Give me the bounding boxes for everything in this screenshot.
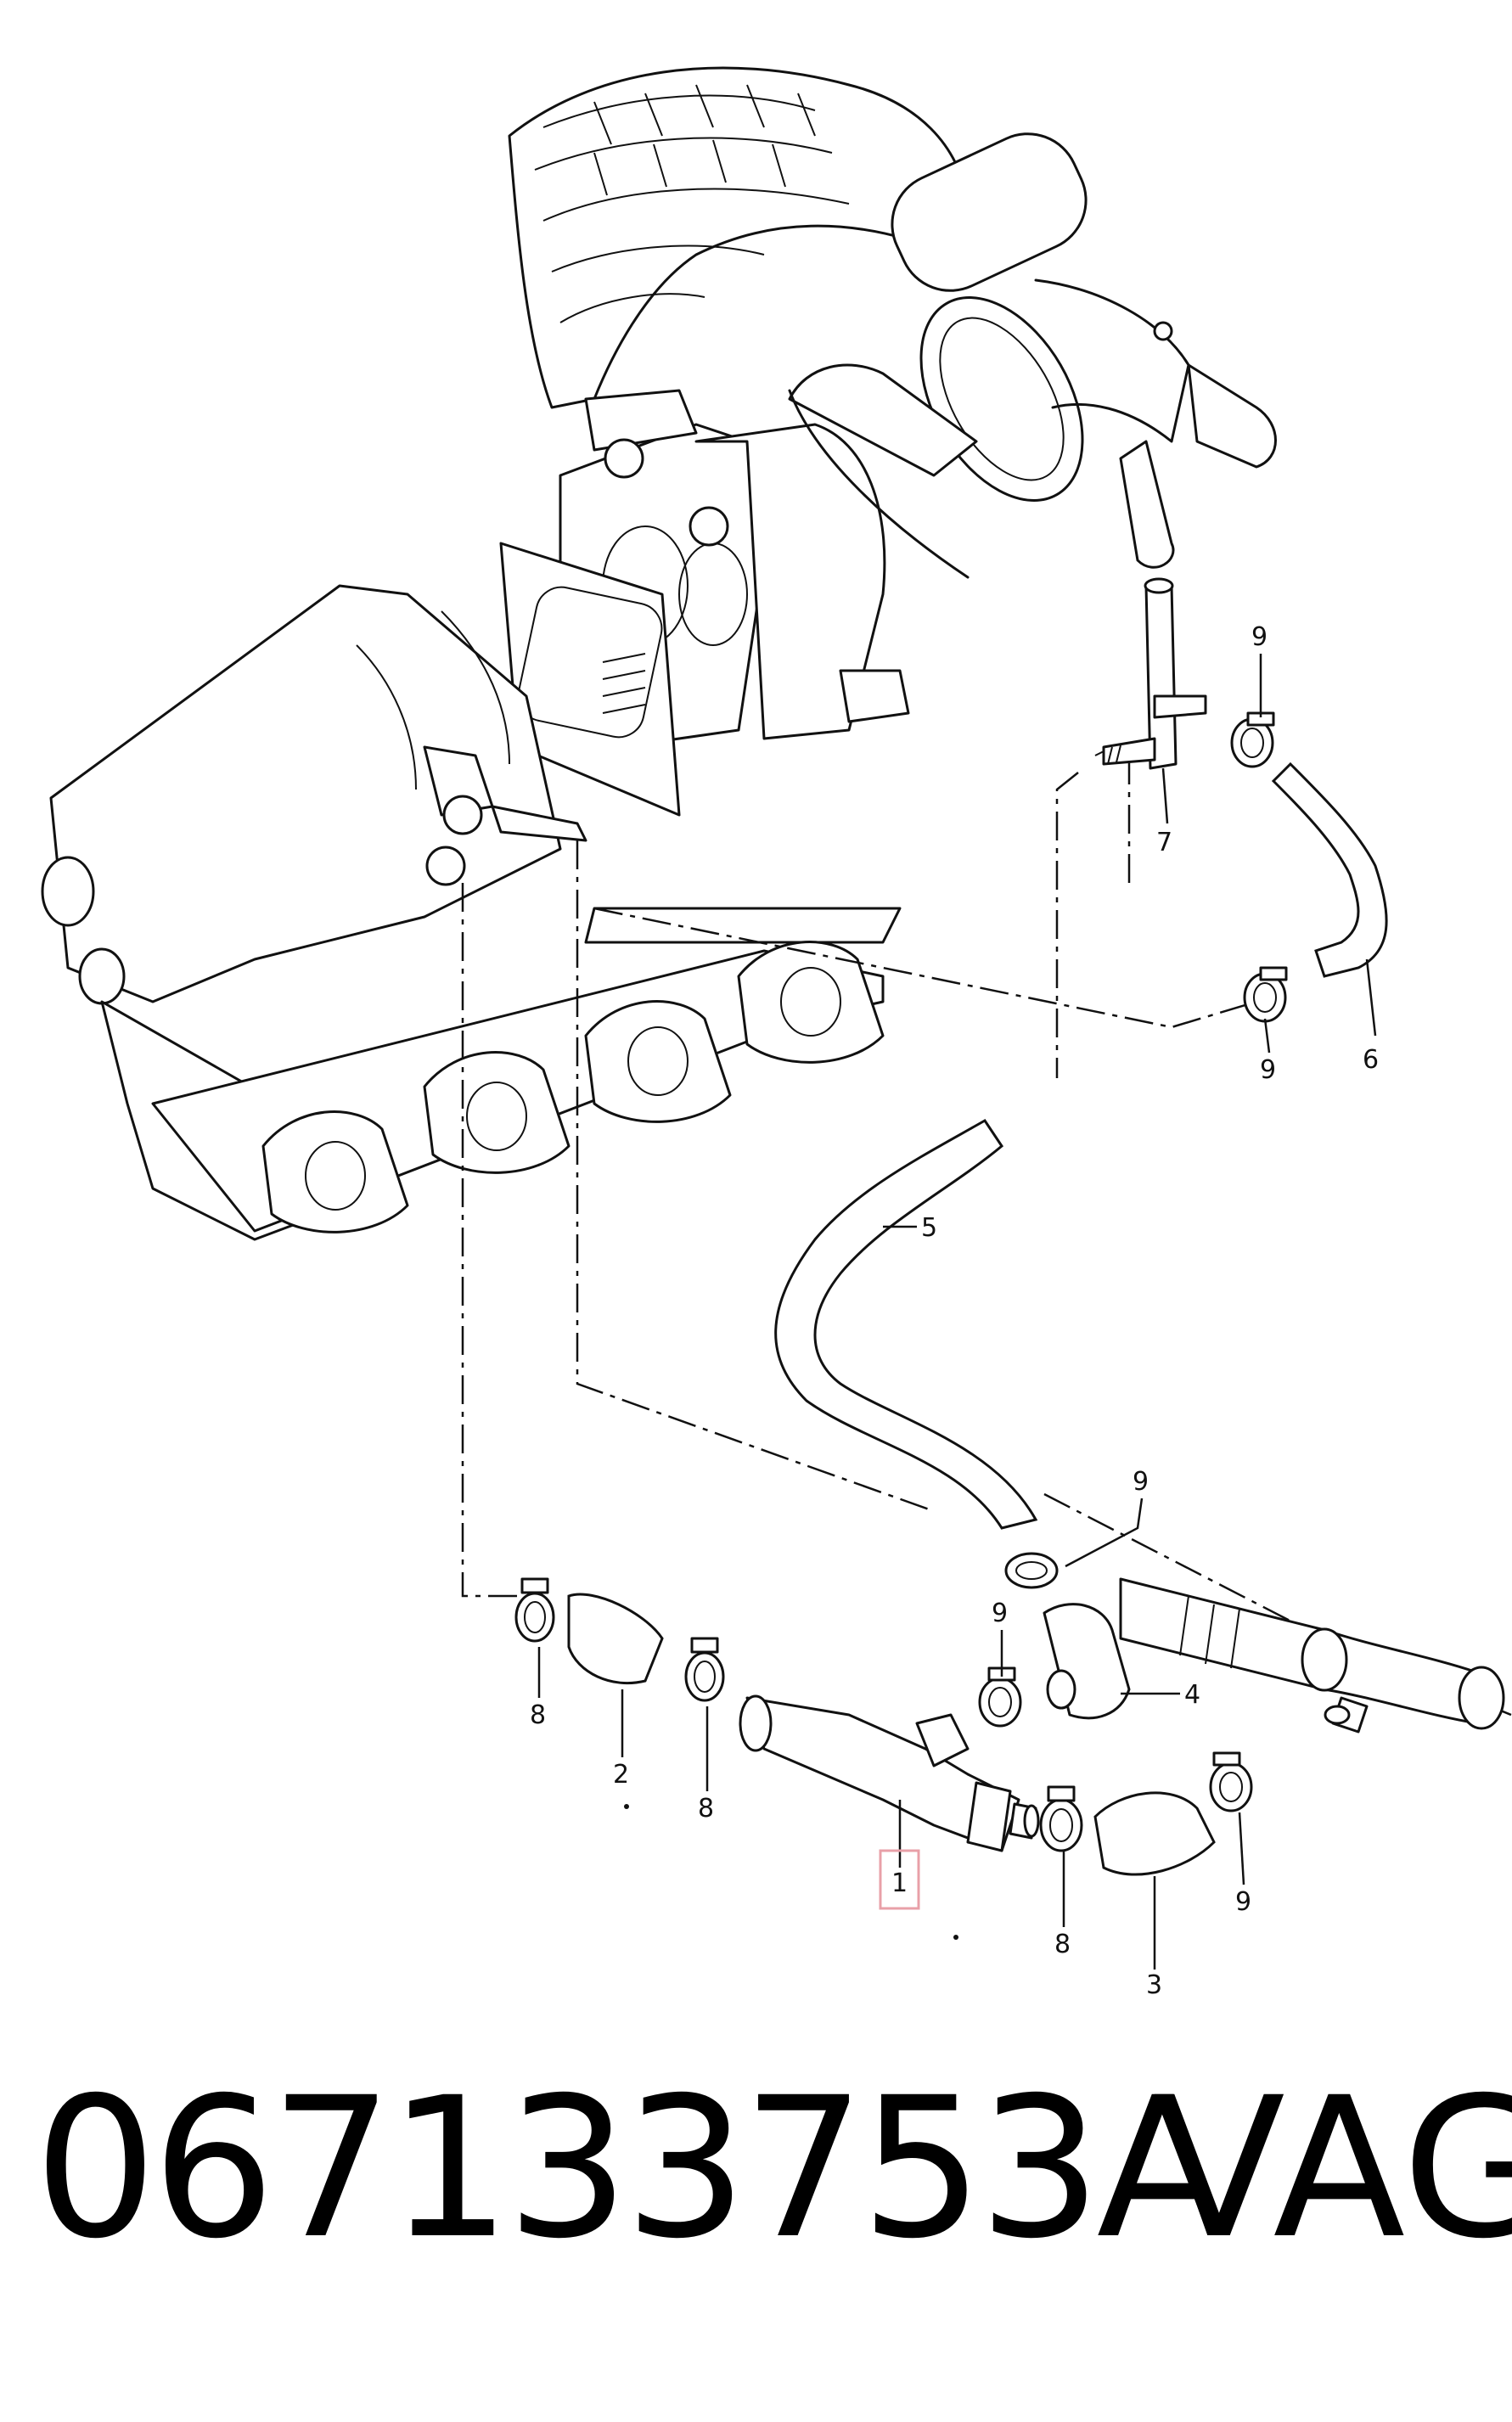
callout-leaders: [537, 654, 1377, 1970]
part-number: 067133753A: [34, 2055, 1229, 2281]
callout-3[interactable]: 3: [1146, 1970, 1162, 2000]
callout-4[interactable]: 4: [1184, 1680, 1200, 1710]
clamp-9c: [1004, 1552, 1059, 1589]
hoses: [567, 761, 1388, 1876]
t-piece: [1094, 577, 1207, 770]
callout-8-middle[interactable]: 8: [698, 1794, 714, 1824]
print-dot: [953, 1935, 958, 1940]
callout-1-highlight-box: [879, 1849, 920, 1910]
part-1-breather-valve: [739, 1694, 1040, 1852]
callout-9-center[interactable]: 9: [1133, 1467, 1149, 1497]
clamp-8c: [1039, 1785, 1083, 1852]
callout-8-left[interactable]: 8: [530, 1700, 546, 1730]
callout-9-lower-right[interactable]: 9: [1235, 1887, 1251, 1917]
callout-9-upper-right[interactable]: 9: [1260, 1055, 1276, 1085]
callout-5[interactable]: 5: [921, 1213, 937, 1243]
clamp-8b: [684, 1637, 725, 1702]
assembly-lines: [461, 747, 1512, 1717]
throttle-body: [499, 363, 978, 817]
clamp-9d: [978, 1666, 1022, 1728]
callout-2[interactable]: 2: [613, 1760, 629, 1790]
clamp-9b: [1243, 966, 1288, 1023]
print-dot: [624, 1804, 629, 1809]
callout-7[interactable]: 7: [1156, 828, 1172, 857]
breather-pipe: [1119, 1577, 1505, 1734]
intake-manifold: [41, 584, 902, 1241]
callout-6[interactable]: 6: [1363, 1045, 1379, 1075]
callout-8-right[interactable]: 8: [1054, 1930, 1071, 1959]
clamp-8a: [514, 1577, 555, 1643]
exploded-parts-diagram: 1 2 3 4 5 6 7 8 8 8 9 9 9 9 9: [41, 66, 1512, 2000]
clamp-9a: [1230, 711, 1275, 768]
clamp-9e: [1209, 1751, 1253, 1812]
callout-9-left-clamp[interactable]: 9: [992, 1599, 1008, 1628]
brand-name: VAG: [1153, 2055, 1512, 2281]
callout-9-top[interactable]: 9: [1251, 622, 1267, 652]
hose-clamps: [514, 711, 1288, 1852]
callout-1[interactable]: 1: [891, 1868, 908, 1898]
